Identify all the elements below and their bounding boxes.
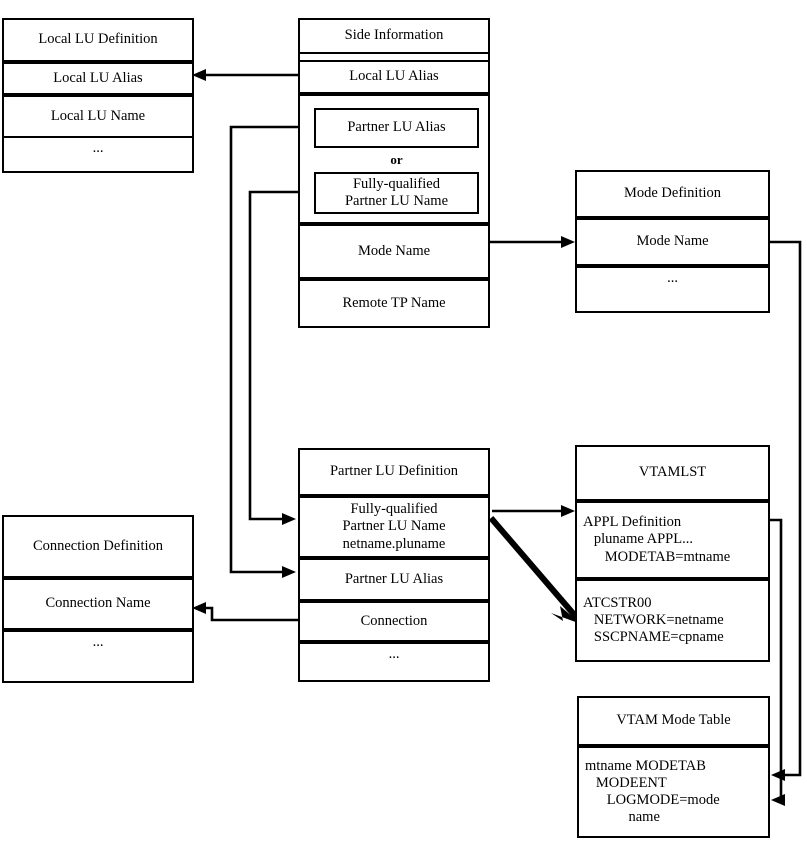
arrowhead-appl-definition	[561, 505, 575, 517]
arrowhead-mtname	[771, 794, 785, 806]
partner-lu-definition-row-connection: Connection	[298, 601, 490, 642]
wire-modetab-to-mtname	[770, 518, 783, 802]
vtam-mode-table-body: mtname MODETAB MODEENT LOGMODE=mode name	[577, 746, 770, 838]
side-information-row-remote-tp-name: Remote TP Name	[298, 279, 490, 328]
mode-definition-row-more: ...	[575, 266, 770, 313]
arrowhead-modetable-logmode	[771, 769, 785, 781]
mode-definition-row-mode-name: Mode Name	[575, 218, 770, 266]
mode-definition-header: Mode Definition	[575, 170, 770, 218]
partner-lu-definition-row-alias: Partner LU Alias	[298, 558, 490, 601]
side-information-row-mode-name: Mode Name	[298, 224, 490, 279]
local-lu-definition-row-name: Local LU Name	[2, 95, 194, 138]
arrowhead-mode-name	[561, 236, 575, 248]
arrowhead-connection-name	[192, 602, 206, 614]
side-information-or-label: or	[390, 152, 403, 167]
wire-modename-to-modetable	[770, 240, 802, 777]
side-information-partner-fq-name: Fully-qualified Partner LU Name	[314, 172, 479, 214]
vtamlst-header: VTAMLST	[575, 445, 770, 501]
local-lu-definition-row-alias: Local LU Alias	[2, 62, 194, 95]
arrowhead-partner-fq-name	[282, 513, 296, 525]
wire-netname-to-atcstr00	[488, 516, 580, 620]
arrowhead-local-lu-alias	[192, 69, 206, 81]
partner-lu-definition-header: Partner LU Definition	[298, 448, 490, 496]
side-information-partner-lu-alias: Partner LU Alias	[314, 108, 479, 148]
connection-definition-row-name: Connection Name	[2, 578, 194, 630]
local-lu-definition-header: Local LU Definition	[2, 18, 194, 62]
vtam-mode-table-header: VTAM Mode Table	[577, 696, 770, 746]
connection-definition-header: Connection Definition	[2, 515, 194, 578]
arrowhead-partner-lu-alias	[282, 566, 296, 578]
vtamlst-atcstr00: ATCSTR00 NETWORK=netname SSCPNAME=cpname	[575, 579, 770, 662]
local-lu-definition-row-more: ...	[2, 136, 194, 173]
partner-lu-definition-row-more: ...	[298, 642, 490, 682]
partner-lu-definition-row-fq-name: Fully-qualified Partner LU Name netname.…	[298, 496, 490, 558]
connection-definition-row-more: ...	[2, 630, 194, 683]
side-information-row-local-lu-alias: Local LU Alias	[298, 60, 490, 94]
side-information-header: Side Information	[298, 18, 490, 54]
vtamlst-appl-definition: APPL Definition pluname APPL... MODETAB=…	[575, 501, 770, 579]
wire-connection	[200, 606, 299, 622]
